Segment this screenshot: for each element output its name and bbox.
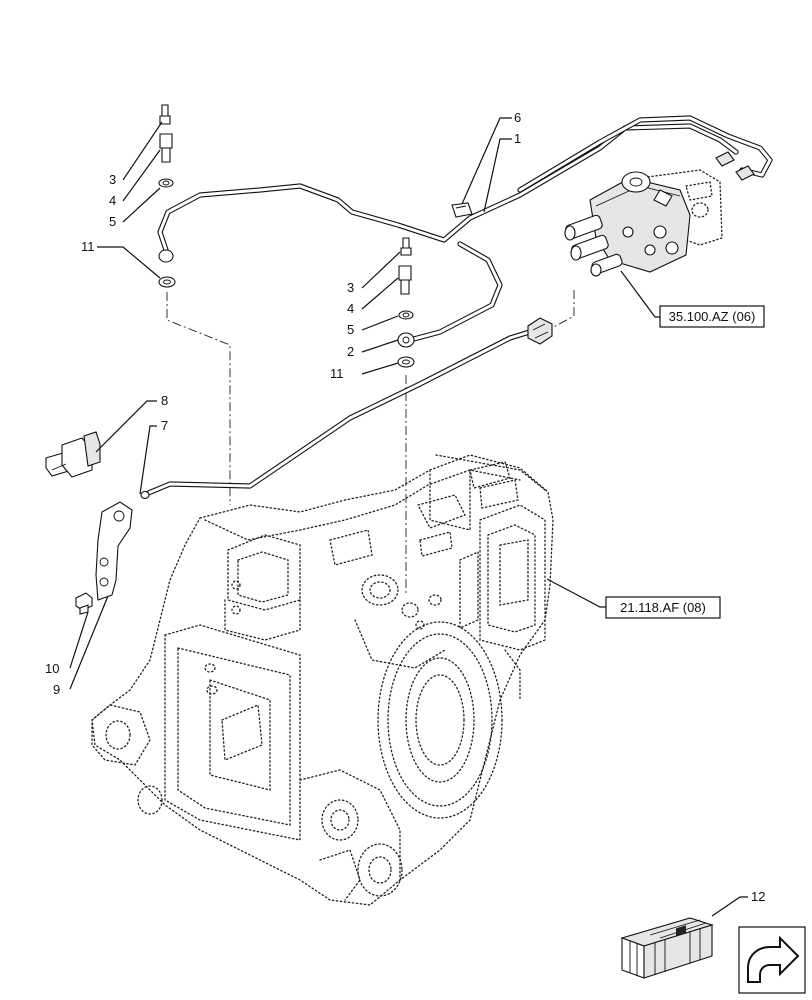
- assembly-axis-lines: [166, 290, 575, 595]
- reference-35-100-az[interactable]: 35.100.AZ (06): [659, 305, 765, 328]
- callout-4-left: 4: [109, 193, 116, 208]
- reference-label: 35.100.AZ (06): [669, 309, 756, 324]
- callout-12: 12: [751, 889, 765, 904]
- callout-2: 2: [347, 344, 354, 359]
- pipe-1: [157, 115, 773, 343]
- pipe-7: [140, 317, 553, 500]
- pipe-clip: [451, 202, 473, 218]
- next-page-arrow-icon[interactable]: [738, 926, 806, 994]
- fitting-stack-center: [397, 237, 415, 368]
- fitting-stack-left: [158, 104, 176, 288]
- callout-labels: 3 4 5 11 6 1 3 4 5 2 11 8 7 10 9 12: [45, 110, 765, 904]
- callout-3-center: 3: [347, 280, 354, 295]
- callout-1: 1: [514, 131, 521, 146]
- callout-11-center: 11: [330, 366, 344, 381]
- reference-21-118-af[interactable]: 21.118.AF (08): [605, 596, 721, 619]
- leader-lines: [69, 117, 748, 917]
- callout-8: 8: [161, 393, 168, 408]
- callout-11-left: 11: [81, 239, 95, 254]
- rear-axle-housing: [91, 454, 554, 906]
- callout-4-center: 4: [347, 301, 354, 316]
- bracket: [95, 501, 133, 601]
- plug: [75, 592, 93, 615]
- callout-10: 10: [45, 661, 59, 676]
- callout-5-center: 5: [347, 322, 354, 337]
- sensor: [45, 431, 101, 478]
- callout-6: 6: [514, 110, 521, 125]
- callout-5-left: 5: [109, 214, 116, 229]
- callout-7: 7: [161, 418, 168, 433]
- callout-9: 9: [53, 682, 60, 697]
- callout-3-left: 3: [109, 172, 116, 187]
- kit-box-icon: [620, 917, 714, 979]
- reference-label: 21.118.AF (08): [620, 600, 706, 615]
- control-valve: [564, 151, 755, 277]
